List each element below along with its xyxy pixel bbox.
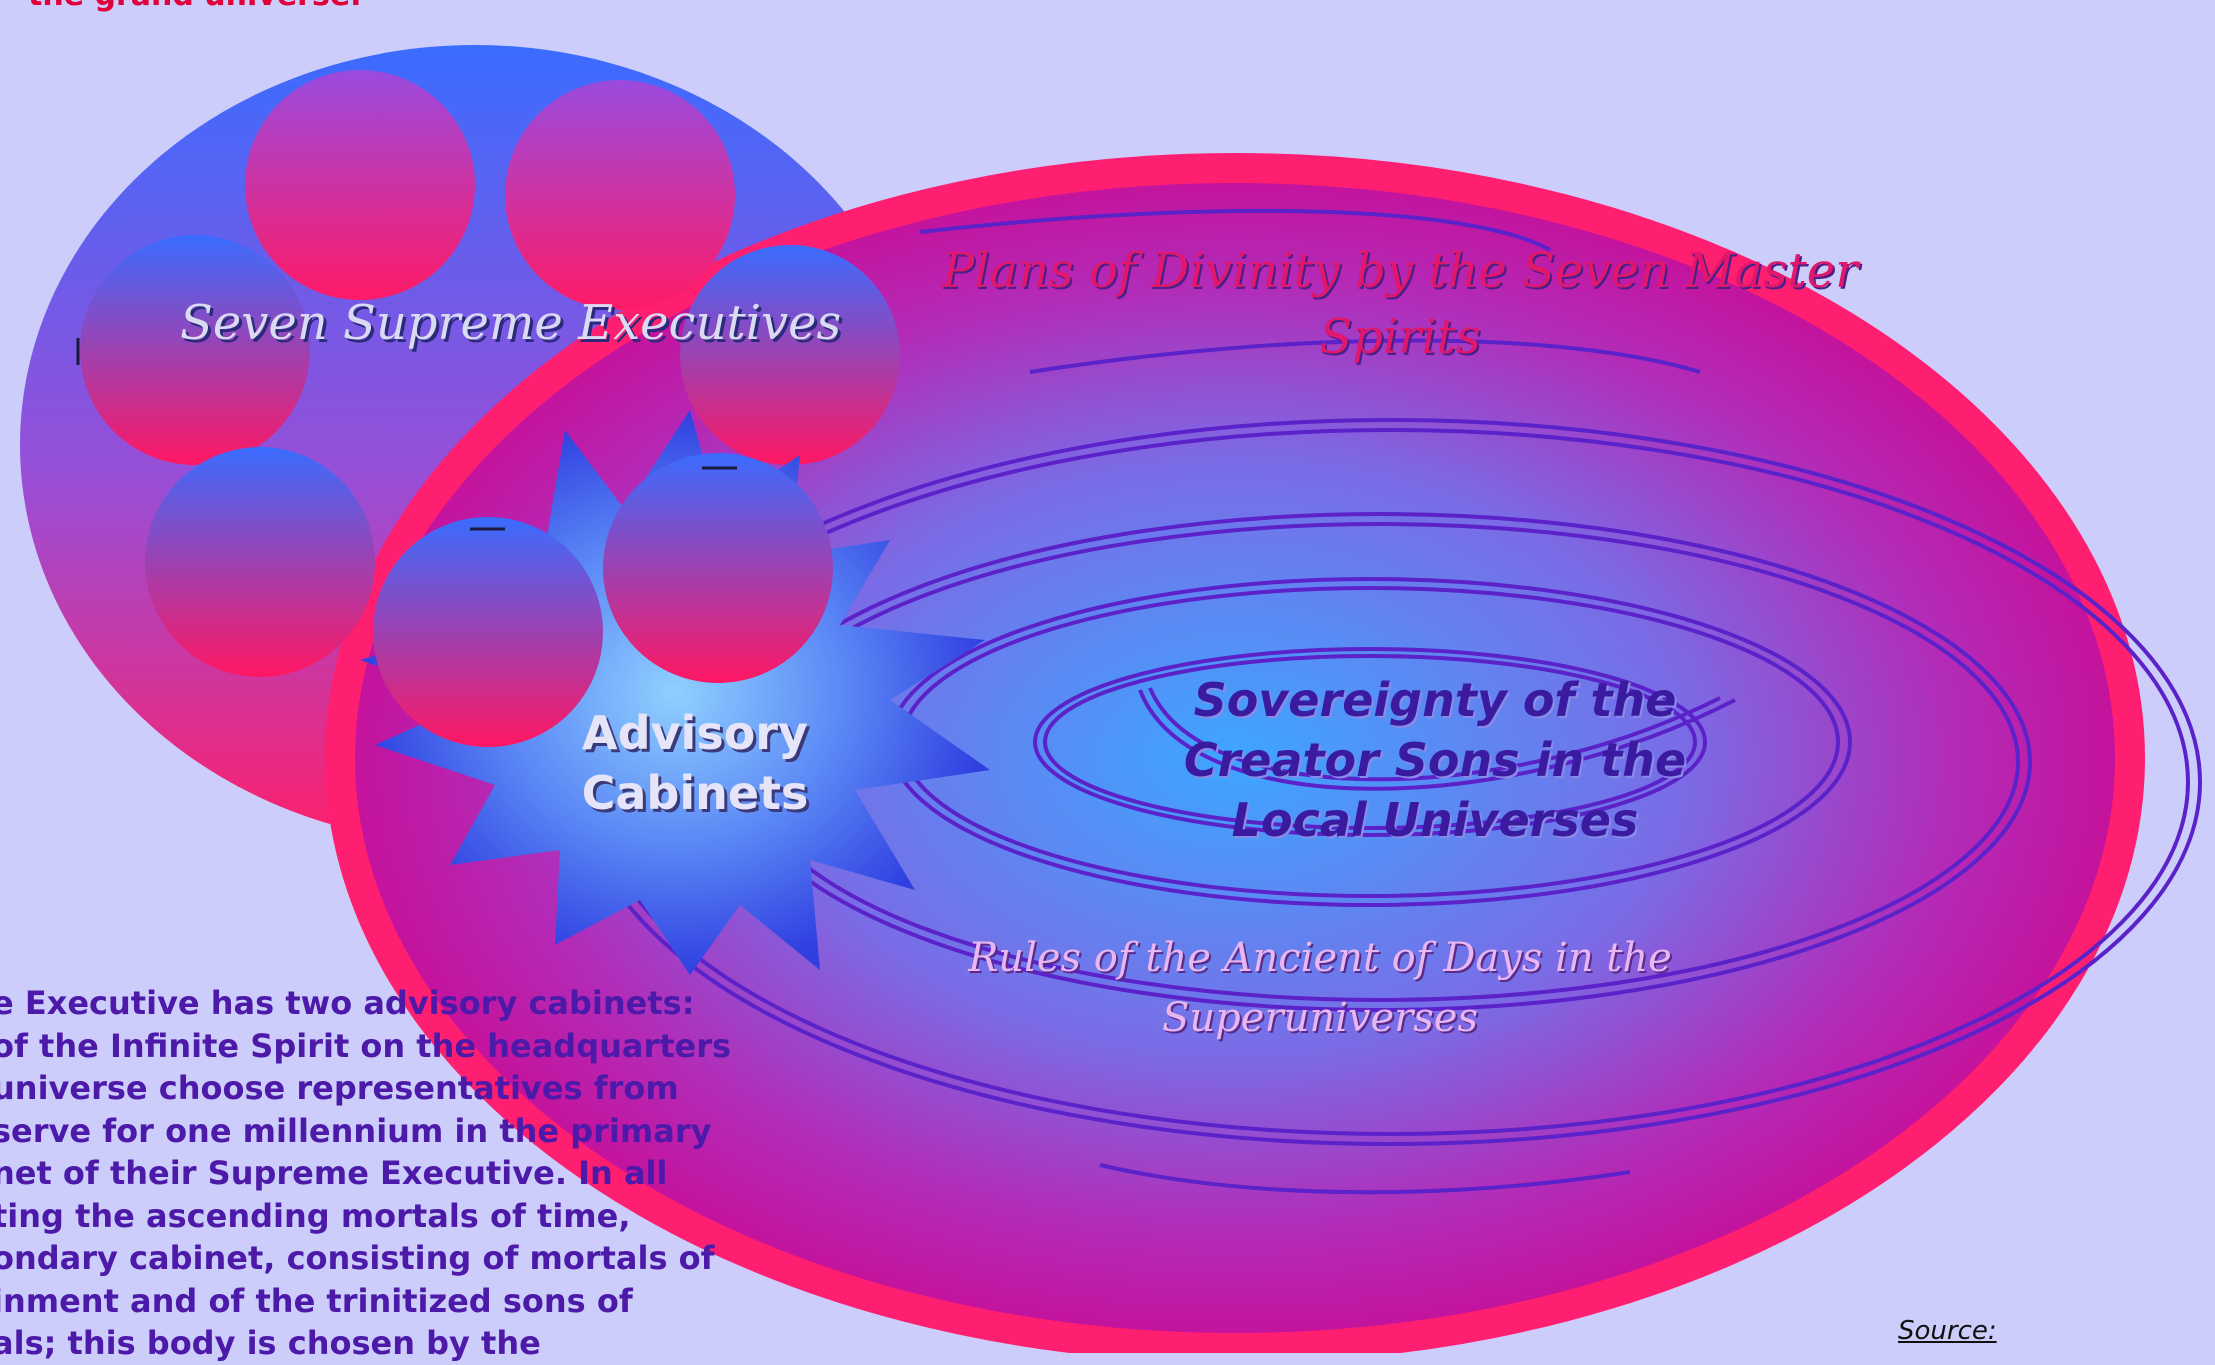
executive-circle [505,80,735,310]
description-line: serve for one millennium in the primary [0,1110,792,1153]
description-line: net of their Supreme Executive. In all [0,1152,792,1195]
cabinets-label: Advisory Cabinets [545,703,845,823]
description-line: ting the ascending mortals of time, [0,1195,792,1238]
description-line: als; this body is chosen by the [0,1322,792,1365]
sovereignty-label: Sovereignty of the Creator Sons in the L… [1120,670,1750,850]
description-text: e Executive has two advisory cabinets: o… [0,982,792,1365]
top-caption: the grand universe. [28,0,362,13]
description-line: of the Infinite Spirit on the headquarte… [0,1025,792,1068]
executive-circle [680,245,900,465]
description-line: inment and of the trinitized sons of [0,1280,792,1323]
description-line: universe choose representatives from [0,1067,792,1110]
executives-label: Seven Supreme Executives [180,295,840,351]
description-line: ondary cabinet, consisting of mortals of [0,1237,792,1280]
source-link[interactable]: Source: [1898,1316,1997,1346]
plans-label: Plans of Divinity by the Seven Master Sp… [900,238,1900,370]
executive-circle [245,70,475,300]
rules-label: Rules of the Ancient of Days in the Supe… [960,928,1680,1048]
executive-circle [145,447,375,677]
executive-circle [603,453,833,683]
description-line: e Executive has two advisory cabinets: [0,982,792,1025]
